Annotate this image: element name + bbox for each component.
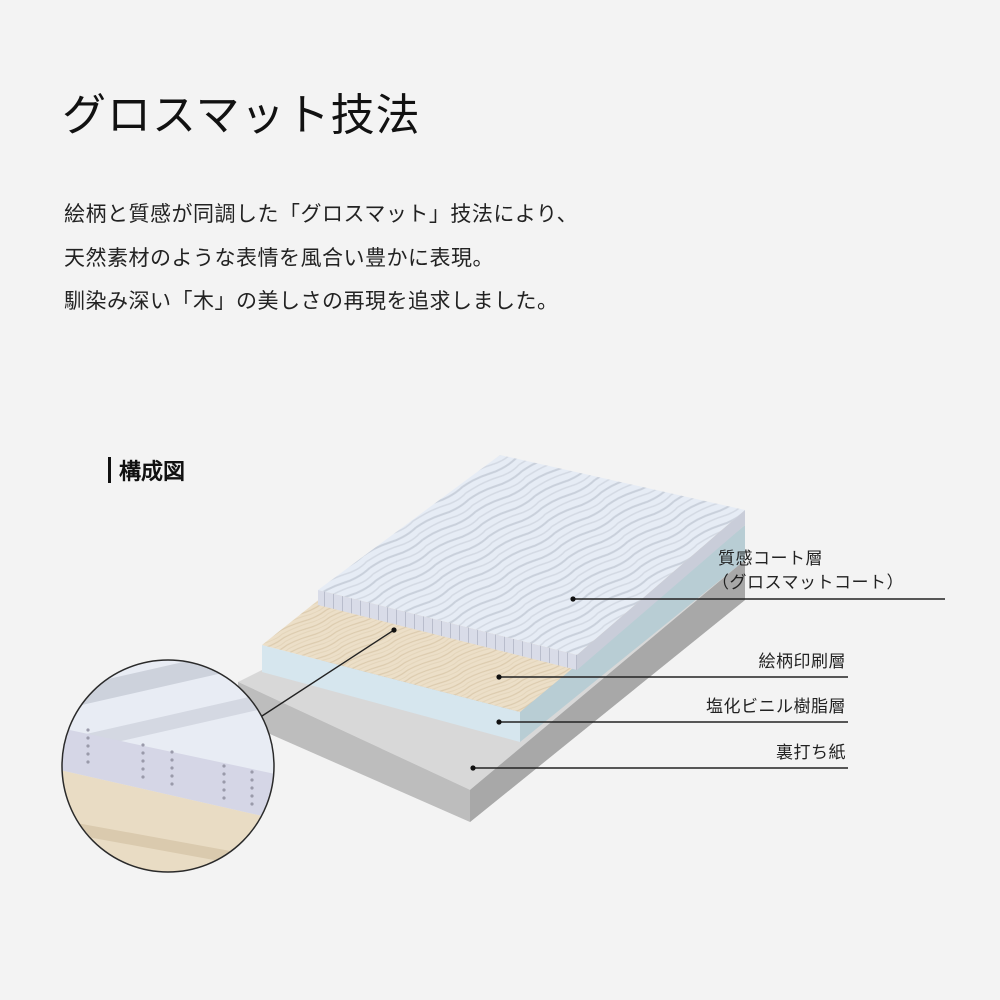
label-gloss-coat-sub: （グロスマットコート） bbox=[712, 573, 904, 593]
description-line-3: 馴染み深い「木」の美しさの再現を追求しました。 bbox=[64, 289, 559, 313]
description-line-1: 絵柄と質感が同調した「グロスマット」技法により、 bbox=[64, 202, 579, 226]
section-heading: 構成図 bbox=[108, 454, 185, 486]
label-gloss-coat-name: 質感コート層 bbox=[718, 549, 823, 569]
description: 絵柄と質感が同調した「グロスマット」技法により、 天然素材のような表情を風合い豊… bbox=[64, 193, 578, 324]
label-print-pattern: 絵柄印刷層 bbox=[758, 652, 846, 672]
section-title: 構成図 bbox=[119, 460, 186, 485]
leader-lines bbox=[473, 598, 945, 769]
label-gloss-coat: 質感コート層 （グロスマットコート） bbox=[712, 547, 904, 595]
description-line-2: 天然素材のような表情を風合い豊かに表現。 bbox=[64, 245, 494, 270]
page-title: グロスマット技法 bbox=[62, 90, 421, 141]
vinyl-layer bbox=[262, 525, 745, 742]
section-bar bbox=[108, 457, 111, 483]
label-vinyl: 塩化ビニル樹脂層 bbox=[706, 697, 846, 717]
label-backing-paper: 裏打ち紙 bbox=[776, 743, 846, 763]
gloss-coat-layer bbox=[318, 455, 745, 670]
magnifier-detail bbox=[61, 627, 397, 873]
